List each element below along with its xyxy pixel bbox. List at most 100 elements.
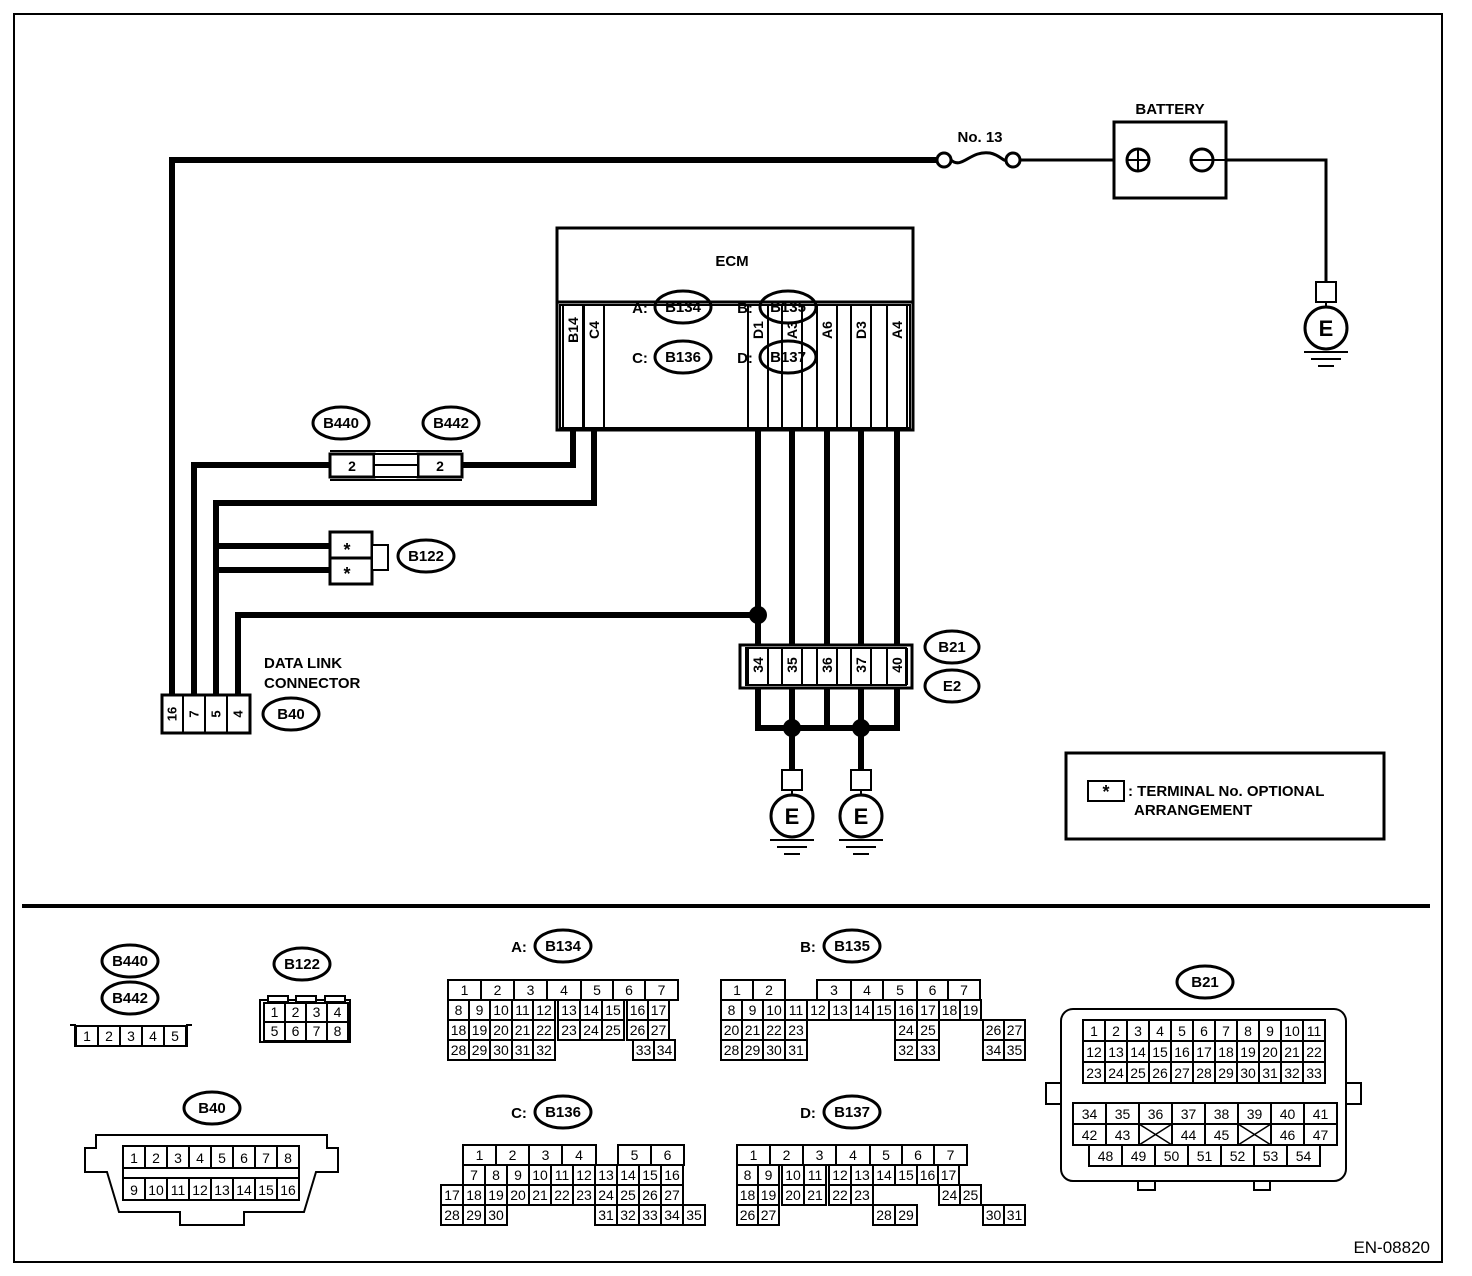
view-b137-pin: 3 xyxy=(816,1147,824,1163)
view-b136-pin: 20 xyxy=(510,1187,526,1203)
view-b21-pin: 11 xyxy=(1307,1023,1322,1039)
view-b136-pin: 3 xyxy=(542,1147,550,1163)
view-b21-pin: 27 xyxy=(1174,1065,1190,1081)
view-b21-pin: 12 xyxy=(1086,1044,1102,1060)
view-b136-pin: 21 xyxy=(532,1187,548,1203)
view-b122-tag-label: B122 xyxy=(284,956,320,973)
view-b136-pin: 32 xyxy=(620,1207,636,1223)
diagram-frame xyxy=(13,13,1443,1263)
view-connector-prefix: C: xyxy=(511,1105,527,1122)
view-b136-pin: 8 xyxy=(492,1167,500,1183)
wire-ground-1 xyxy=(755,688,827,731)
wire-b14 xyxy=(460,430,576,468)
connector-b442-tag-label: B442 xyxy=(433,415,469,432)
view-b135-pin: 35 xyxy=(1007,1042,1023,1058)
view-b21-pin: 20 xyxy=(1262,1044,1278,1060)
view-b135-pin: 28 xyxy=(724,1042,740,1058)
view-b134-tag: B134 xyxy=(533,928,593,964)
view-b134-pin: 8 xyxy=(455,1002,463,1018)
view-b134-pin: 29 xyxy=(472,1042,488,1058)
view-b136-pin: 6 xyxy=(664,1147,672,1163)
b21-pin-36: 36 xyxy=(819,657,835,673)
wire-c4 xyxy=(213,430,597,718)
view-b134-pin: 26 xyxy=(630,1022,646,1038)
view-b137-pin: 24 xyxy=(942,1187,958,1203)
view-b122-pin: 7 xyxy=(313,1023,321,1039)
view-b134-pin: 7 xyxy=(658,982,666,998)
view-b136-pin: 7 xyxy=(470,1167,478,1183)
view-b122-pin: 1 xyxy=(271,1004,279,1020)
view-b21-pin: 35 xyxy=(1115,1106,1131,1122)
view-b134-pin: 19 xyxy=(472,1022,488,1038)
view-b21-pin: 50 xyxy=(1164,1148,1180,1164)
view-b135-pin: 15 xyxy=(876,1002,892,1018)
view-b21-pin: 9 xyxy=(1266,1023,1274,1039)
wire-dlc16-to-fuse xyxy=(169,157,940,718)
b21-pin-40: 40 xyxy=(889,657,905,673)
view-b40-pin: 14 xyxy=(236,1182,252,1198)
view-b134-pin: 5 xyxy=(593,982,601,998)
view-b21-pin: 15 xyxy=(1152,1044,1168,1060)
view-b137-pin: 17 xyxy=(941,1167,957,1183)
view-b21-pin: 46 xyxy=(1280,1127,1296,1143)
view-b21-pin: 25 xyxy=(1130,1065,1146,1081)
ecm-connector-b134: B134 xyxy=(653,289,713,325)
view-b21-pin: 40 xyxy=(1280,1106,1296,1122)
view-b136-pin: 13 xyxy=(598,1167,614,1183)
view-b134-pin: 14 xyxy=(583,1002,599,1018)
view-b134-pin: 20 xyxy=(493,1022,509,1038)
view-b136-pin: 34 xyxy=(664,1207,680,1223)
view-b21-pin: 43 xyxy=(1115,1127,1131,1143)
view-b134-pin: 23 xyxy=(561,1022,577,1038)
view-b137-pin: 28 xyxy=(876,1207,892,1223)
view-b21-pin: 49 xyxy=(1131,1148,1147,1164)
ground-label: E xyxy=(854,804,869,829)
view-b122-pin: 4 xyxy=(334,1004,342,1020)
view-b135-pin: 14 xyxy=(854,1002,870,1018)
view-b135-pin: 18 xyxy=(942,1002,958,1018)
view-b40-pin: 3 xyxy=(174,1150,182,1166)
view-b134-pin: 33 xyxy=(636,1042,652,1058)
view-b135-pin: 13 xyxy=(832,1002,848,1018)
view-b21-pin: 23 xyxy=(1086,1065,1102,1081)
ecm-title: ECM xyxy=(715,253,748,270)
wire-dlc7 xyxy=(191,462,330,718)
power-circuit: No. 13 BATTERY E xyxy=(169,101,1349,718)
view-b134-pin: 9 xyxy=(476,1002,484,1018)
b440-pin: 2 xyxy=(348,458,356,474)
view-b21-pin: 31 xyxy=(1262,1065,1278,1081)
view-b136-pin: 16 xyxy=(664,1167,680,1183)
view-b135-tag-label: B135 xyxy=(834,938,870,955)
view-b136-pin: 27 xyxy=(664,1187,680,1203)
b122-pin-optional: * xyxy=(343,564,350,584)
ecm-connector-b136-label: B136 xyxy=(665,349,701,366)
view-b136-tag: B136 xyxy=(533,1094,593,1130)
ecm-terminal-b14: B14 xyxy=(565,317,581,343)
view-b21-pin: 29 xyxy=(1218,1065,1234,1081)
view-b40-tag-label: B40 xyxy=(198,1100,226,1117)
connector-b40-tag-label: B40 xyxy=(277,706,305,723)
view-b40-pin: 11 xyxy=(171,1182,186,1198)
dlc-pin-4: 4 xyxy=(231,710,246,718)
view-b134-pin: 13 xyxy=(561,1002,577,1018)
view-b21-pin: 39 xyxy=(1247,1106,1263,1122)
view-b134-pin: 6 xyxy=(625,982,633,998)
ecm-terminal-d1: D1 xyxy=(750,321,766,339)
view-b135-pin: 20 xyxy=(724,1022,740,1038)
view-b440-pin: 1 xyxy=(83,1028,91,1044)
view-b440-pin: 3 xyxy=(127,1028,135,1044)
ecm-terminal-a4: A4 xyxy=(889,321,905,339)
legend-line2: ARRANGEMENT xyxy=(1134,802,1252,819)
fuse-element-icon xyxy=(949,151,1008,165)
view-b136-pin: 26 xyxy=(642,1187,658,1203)
view-b135-tag: B135 xyxy=(822,928,882,964)
ground-icon: E xyxy=(838,769,884,855)
view-b21-pin: 45 xyxy=(1214,1127,1230,1143)
view-connector-prefix: B: xyxy=(800,939,816,956)
view-b135-pin: 16 xyxy=(898,1002,914,1018)
view-b135-pin: 10 xyxy=(766,1002,782,1018)
view-b136-pin: 29 xyxy=(466,1207,482,1223)
view-b122-pin: 3 xyxy=(313,1004,321,1020)
view-b135-pin: 34 xyxy=(986,1042,1002,1058)
